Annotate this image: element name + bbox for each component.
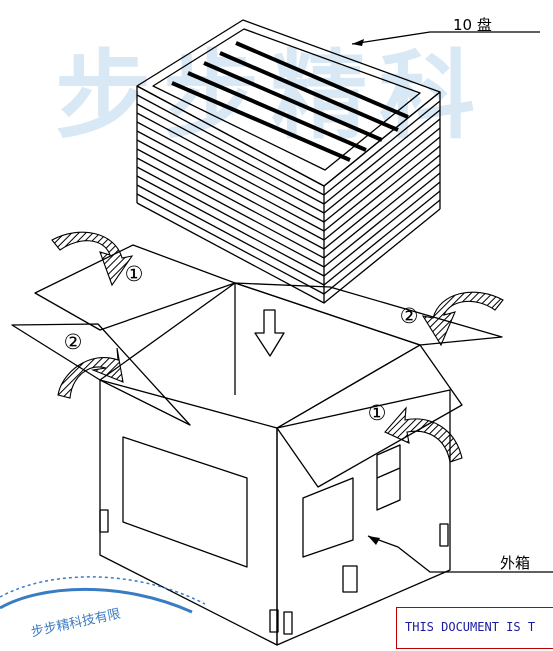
corner-mark — [269, 609, 279, 633]
box-right-face — [276, 389, 451, 646]
flap-front-right — [276, 344, 463, 488]
corner-mark — [342, 565, 358, 593]
flap-back-right — [234, 282, 503, 346]
box-left-face — [99, 379, 278, 646]
small-window-right — [376, 444, 401, 511]
step-marker-2: ② — [63, 330, 83, 354]
tray-layers — [136, 85, 441, 304]
flap-back-left — [34, 244, 236, 331]
corner-mark — [439, 523, 449, 547]
box-leader-line — [367, 535, 553, 573]
label-window-right — [302, 477, 354, 558]
notice-text: THIS DOCUMENT IS T — [405, 620, 536, 634]
corner-mark — [283, 611, 293, 635]
flap-left-front — [11, 323, 191, 426]
insert-arrow — [254, 309, 285, 357]
tray-stack — [136, 19, 540, 304]
fold-arrow-2-left — [57, 347, 124, 399]
fold-arrow-1-left — [51, 231, 134, 287]
tray-slots — [171, 41, 409, 162]
step-marker-1: ① — [367, 401, 387, 425]
carton-box — [11, 244, 553, 646]
tray-leader-line — [351, 31, 540, 45]
label-window-left — [122, 436, 248, 568]
corner-mark — [99, 509, 109, 533]
step-marker-2: ② — [399, 304, 419, 328]
fold-arrows — [51, 231, 504, 463]
fold-arrow-2-right — [421, 291, 504, 347]
outer-box-label: 外箱 — [500, 554, 531, 572]
step-marker-1: ① — [124, 262, 144, 286]
document-notice: THIS DOCUMENT IS T — [396, 607, 553, 649]
tray-count-label: 10 盘 — [453, 16, 492, 34]
fold-arrow-1-right — [384, 406, 463, 463]
company-seal — [0, 576, 206, 614]
